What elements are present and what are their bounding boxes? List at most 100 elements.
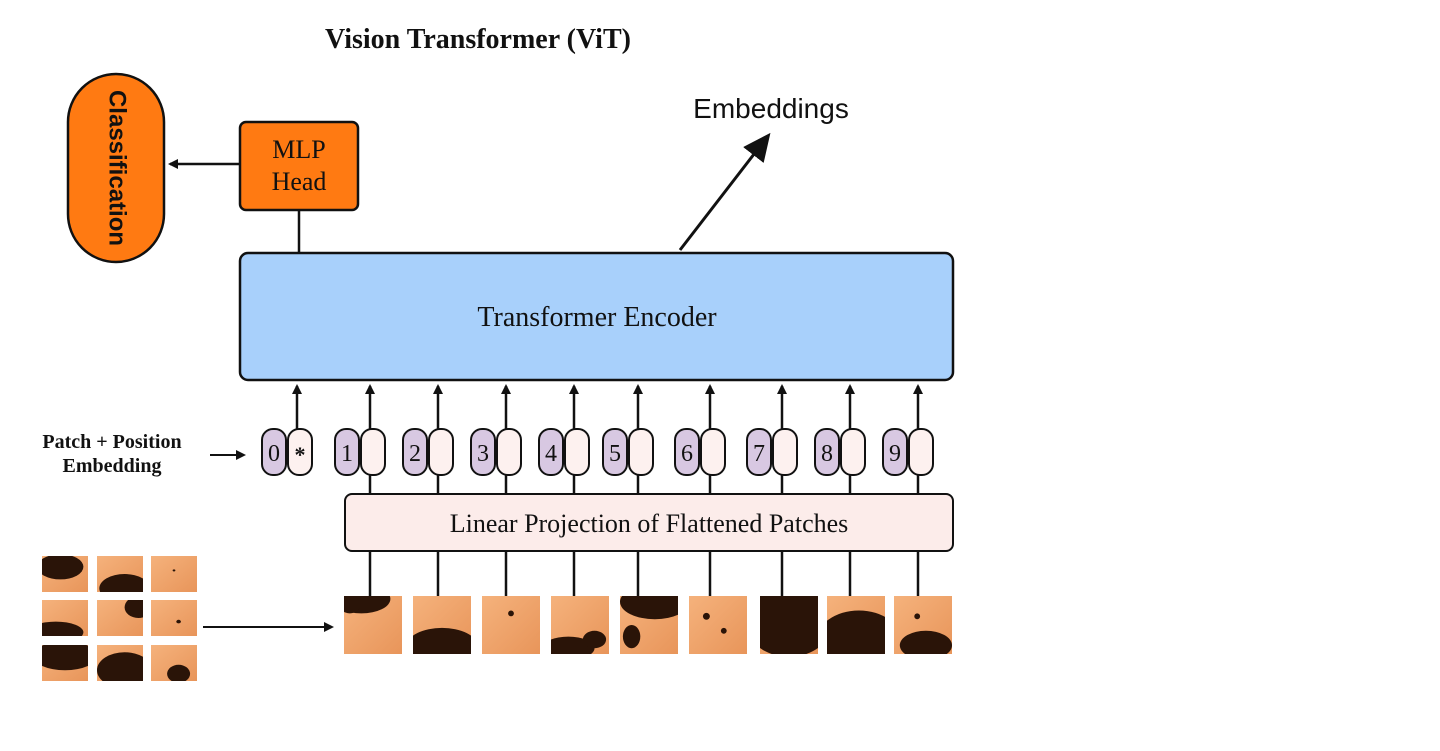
patch-image — [689, 596, 747, 654]
flattened-patch-2 — [413, 551, 471, 654]
token-6: 6 — [674, 384, 726, 494]
patch-embedding-pill — [428, 428, 454, 476]
transformer-encoder-label: Transformer Encoder — [477, 302, 717, 333]
patch-embedding-pill — [564, 428, 590, 476]
patch-embedding-pill — [908, 428, 934, 476]
grid-cell-1 — [42, 556, 88, 592]
embeddings-arrow — [678, 132, 771, 251]
position-embedding-pill — [538, 428, 564, 476]
grid-cell-5 — [97, 600, 143, 636]
position-embedding-pill — [470, 428, 496, 476]
grid-cell-blob — [99, 574, 143, 592]
patch-embedding-pill — [360, 428, 386, 476]
position-index: 0 — [268, 441, 280, 467]
transformer-encoder-node: Transformer Encoder — [238, 251, 955, 382]
flattened-patch-3 — [482, 551, 540, 654]
token-5: 5 — [602, 384, 654, 494]
position-index: 7 — [753, 441, 765, 467]
flattened-patch-8 — [827, 551, 885, 654]
grid-cell-blob — [97, 652, 143, 681]
patch-sequence — [344, 551, 952, 654]
position-embedding-pill — [334, 428, 360, 476]
linear-projection-label: Linear Projection of Flattened Patches — [450, 509, 849, 538]
patch-embedding-pill — [700, 428, 726, 476]
grid-cell-blob — [172, 569, 176, 572]
token-0: 0* — [261, 384, 313, 476]
patch-blob — [827, 610, 885, 654]
grid-cell-8 — [97, 645, 143, 681]
position-embedding-pill — [746, 428, 772, 476]
position-embedding-pill — [402, 428, 428, 476]
mlp-head-line1: MLP — [272, 135, 325, 164]
grid-cell-blob — [124, 600, 143, 618]
patch-embedding-pill — [496, 428, 522, 476]
patch-blob — [760, 596, 818, 654]
flattened-patch-1 — [344, 551, 402, 654]
position-index: 5 — [609, 441, 621, 467]
position-index: 3 — [477, 441, 489, 467]
flattened-patch-9 — [894, 551, 952, 654]
mlp-head-node: MLP Head — [238, 120, 360, 212]
patch-embedding-pill — [628, 428, 654, 476]
position-embedding-pill — [261, 428, 287, 476]
grid-cell-blob — [42, 645, 88, 671]
grid-cell-image — [151, 600, 197, 636]
patch-embedding-pill — [772, 428, 798, 476]
flattened-patch-5 — [620, 551, 678, 654]
linear-projection-node: Linear Projection of Flattened Patches — [344, 493, 954, 552]
grid-cell-6 — [151, 600, 197, 636]
patch-blob — [508, 610, 514, 617]
patch-blob — [702, 612, 710, 620]
grid-cell-blob — [42, 556, 84, 580]
flattened-patch-7 — [760, 551, 818, 654]
position-embedding-pill — [602, 428, 628, 476]
grid-cell-blob — [176, 619, 181, 624]
grid-cell-image — [151, 556, 197, 592]
grid-cell-blob — [167, 664, 191, 681]
position-embedding-pill — [814, 428, 840, 476]
input-image-grid — [42, 556, 197, 681]
class-token-symbol: * — [295, 442, 306, 467]
token-3: 3 — [470, 384, 522, 494]
flattened-patch-6 — [689, 551, 747, 654]
grid-cell-2 — [97, 556, 143, 592]
flattened-patch-4 — [551, 551, 609, 654]
mlp-head-line2: Head — [272, 167, 327, 196]
position-index: 6 — [681, 441, 693, 467]
grid-cell-3 — [151, 556, 197, 592]
patch-blob — [344, 596, 362, 614]
patch-embedding-pill — [287, 428, 313, 476]
patch-embedding-pill — [840, 428, 866, 476]
position-index: 9 — [889, 441, 901, 467]
embeddings-label: Embeddings — [693, 93, 849, 124]
position-index: 2 — [409, 441, 421, 467]
token-4: 4 — [538, 384, 590, 494]
classification-node: Classification — [66, 72, 166, 264]
patch-blob — [899, 630, 952, 654]
patch-embedding-label-line1: Patch + Position — [42, 431, 181, 453]
patch-embedding-label-line2: Embedding — [63, 455, 162, 477]
patch-blob — [413, 627, 471, 654]
grid-cell-4 — [42, 600, 88, 636]
grid-cell-7 — [42, 645, 88, 681]
patch-blob — [720, 627, 727, 634]
position-index: 1 — [341, 441, 353, 467]
token-2: 2 — [402, 384, 454, 494]
position-embedding-pill — [674, 428, 700, 476]
token-8: 8 — [814, 384, 866, 494]
diagram-title: Vision Transformer (ViT) — [325, 24, 631, 55]
grid-cell-9 — [151, 645, 197, 681]
position-index: 8 — [821, 441, 833, 467]
patch-blob — [914, 613, 921, 620]
patch-blob — [582, 630, 607, 649]
token-7: 7 — [746, 384, 798, 494]
token-1: 1 — [334, 384, 386, 494]
patch-blob — [620, 596, 678, 620]
patch-blob — [344, 596, 391, 614]
position-embedding-pill — [882, 428, 908, 476]
token-9: 9 — [882, 384, 934, 494]
position-index: 4 — [545, 441, 557, 467]
patch-blob — [622, 625, 641, 649]
